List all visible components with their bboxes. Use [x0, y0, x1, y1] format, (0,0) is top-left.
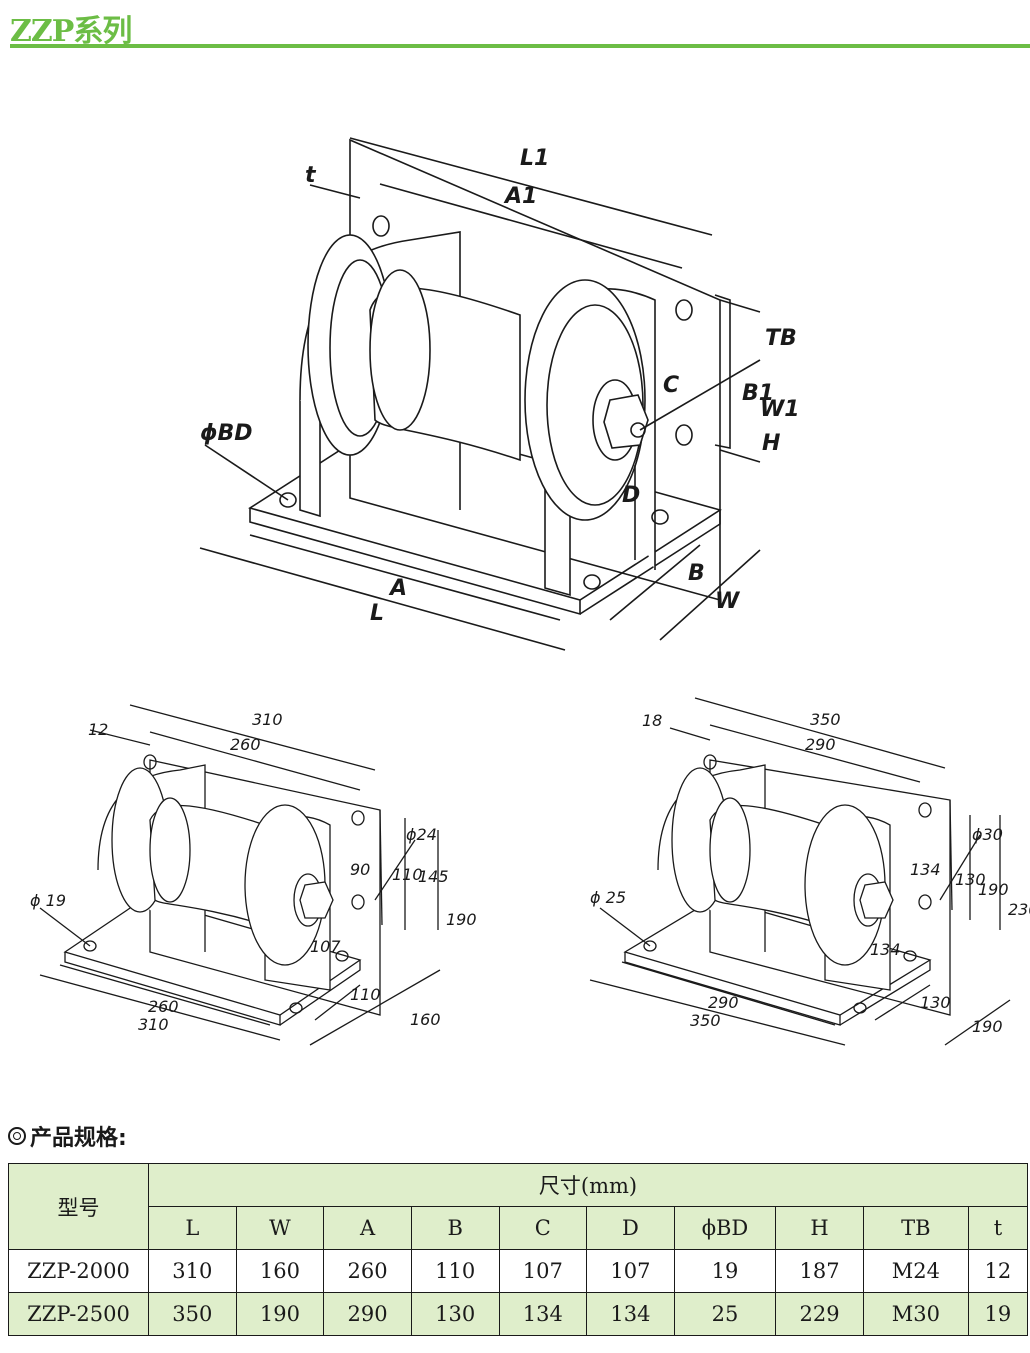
dim-A1: A1: [503, 184, 537, 209]
dim-18: 18: [642, 711, 662, 730]
dim-phi24: ϕ24: [406, 825, 437, 844]
model-cell: ZZP-2000: [8, 1249, 149, 1293]
table-cell: 290: [323, 1292, 412, 1336]
main-diagram: L1 A1 t TB C B1 W1 H ϕBD D A L B W: [199, 137, 800, 651]
col-header: B: [410, 1206, 500, 1250]
dim-W: W: [715, 589, 741, 614]
dim-L1: L1: [520, 146, 549, 171]
table-cell: 19: [673, 1249, 777, 1293]
dim-134-upper: 134: [910, 860, 941, 879]
dim-phi19: ϕ 19: [30, 891, 66, 910]
dim-12: 12: [88, 720, 108, 739]
dim-350-top: 350: [810, 710, 841, 729]
header: ZZP系列: [10, 6, 1030, 50]
dim-230: 230: [1008, 900, 1030, 919]
table-cell: 260: [323, 1249, 412, 1293]
dim-130: 130: [955, 870, 986, 889]
table-cell: 107: [586, 1249, 675, 1293]
spec-table: 型号 尺寸(mm) L W A B C D ϕBD H TB t ZZP-200…: [8, 1163, 1029, 1336]
table-cell: M24: [862, 1249, 969, 1293]
dim-160: 160: [410, 1010, 441, 1029]
dim-145: 145: [418, 867, 449, 886]
table-cell: 12: [967, 1249, 1029, 1293]
dim-190: 190: [446, 910, 477, 929]
table-header-row: 型号 尺寸(mm): [8, 1163, 1028, 1250]
table-cell: 160: [235, 1249, 325, 1293]
dim-190-v: 190: [978, 880, 1009, 899]
dim-TB: TB: [765, 326, 797, 351]
table-cell: 134: [586, 1292, 675, 1336]
dim-260-bottom: 260: [148, 997, 179, 1016]
col-header: t: [967, 1206, 1029, 1250]
page-title: ZZP系列: [10, 14, 132, 49]
dim-D: D: [622, 483, 640, 508]
dim-B1: B1: [742, 381, 774, 406]
title-underline: [10, 44, 1030, 48]
table-cell: 110: [410, 1249, 500, 1293]
dim-110-bottom: 110: [350, 985, 381, 1004]
table-row: ZZP-2500 350 190 290 130 134 134 25 229 …: [8, 1292, 1029, 1336]
dim-107: 107: [310, 937, 341, 956]
dim-290-top: 290: [805, 735, 836, 754]
table-cell: 19: [967, 1292, 1029, 1336]
dimension-header: 尺寸(mm): [148, 1163, 1028, 1207]
model-cell: ZZP-2500: [8, 1292, 149, 1336]
spec-heading-text: 产品规格:: [30, 1126, 127, 1151]
dim-310-top: 310: [252, 710, 283, 729]
dim-110: 110: [392, 865, 423, 884]
dim-t: t: [305, 163, 317, 188]
col-header: ϕBD: [673, 1206, 777, 1250]
spec-heading: 产品规格:: [8, 1120, 127, 1152]
col-header: L: [148, 1206, 237, 1250]
table-cell: 130: [410, 1292, 500, 1336]
dim-B: B: [688, 561, 705, 586]
dim-L: L: [370, 601, 384, 626]
table-cell: 134: [498, 1292, 588, 1336]
col-header: C: [498, 1206, 588, 1250]
dim-C: C: [663, 373, 679, 398]
table-cell: 187: [775, 1249, 864, 1293]
dim-phi30: ϕ30: [972, 825, 1003, 844]
dim-190-bottom: 190: [972, 1017, 1003, 1036]
table-column-row: L W A B C D ϕBD H TB t: [9, 1206, 1029, 1250]
col-header: TB: [862, 1206, 969, 1250]
table-cell: 350: [148, 1292, 237, 1336]
dim-phi25: ϕ 25: [590, 888, 626, 907]
table-cell: M30: [862, 1292, 969, 1336]
table-cell: 190: [235, 1292, 325, 1336]
dim-130-bottom: 130: [920, 993, 951, 1012]
table-row: ZZP-2000 310 160 260 110 107 107 19 187 …: [8, 1249, 1029, 1293]
table-cell: 229: [775, 1292, 864, 1336]
dim-A: A: [388, 576, 407, 601]
double-circle-icon: [8, 1127, 26, 1145]
dim-BD: ϕBD: [200, 421, 253, 446]
dim-W1: W1: [760, 397, 800, 422]
dim-134-lower: 134: [870, 940, 901, 959]
col-header: W: [235, 1206, 325, 1250]
table-cell: 25: [673, 1292, 777, 1336]
dim-290-bottom: 290: [708, 993, 739, 1012]
dim-90: 90: [350, 860, 370, 879]
table-cell: 107: [498, 1249, 588, 1293]
table-cell: 310: [148, 1249, 237, 1293]
dim-260-top: 260: [230, 735, 261, 754]
model-header: 型号: [8, 1163, 149, 1250]
col-header: D: [586, 1206, 675, 1250]
col-header: A: [323, 1206, 412, 1250]
col-header: H: [775, 1206, 864, 1250]
zzp2500-diagram: 350 290 18 ϕ30 ϕ 25 134 130 190 230 134 …: [589, 697, 1030, 1046]
dim-310-bottom: 310: [138, 1015, 169, 1034]
zzp2000-diagram: 310 260 12 ϕ24 ϕ 19 90 110 145 190 107 2…: [30, 704, 477, 1046]
dim-H: H: [762, 431, 780, 456]
dim-350-bottom: 350: [690, 1011, 721, 1030]
